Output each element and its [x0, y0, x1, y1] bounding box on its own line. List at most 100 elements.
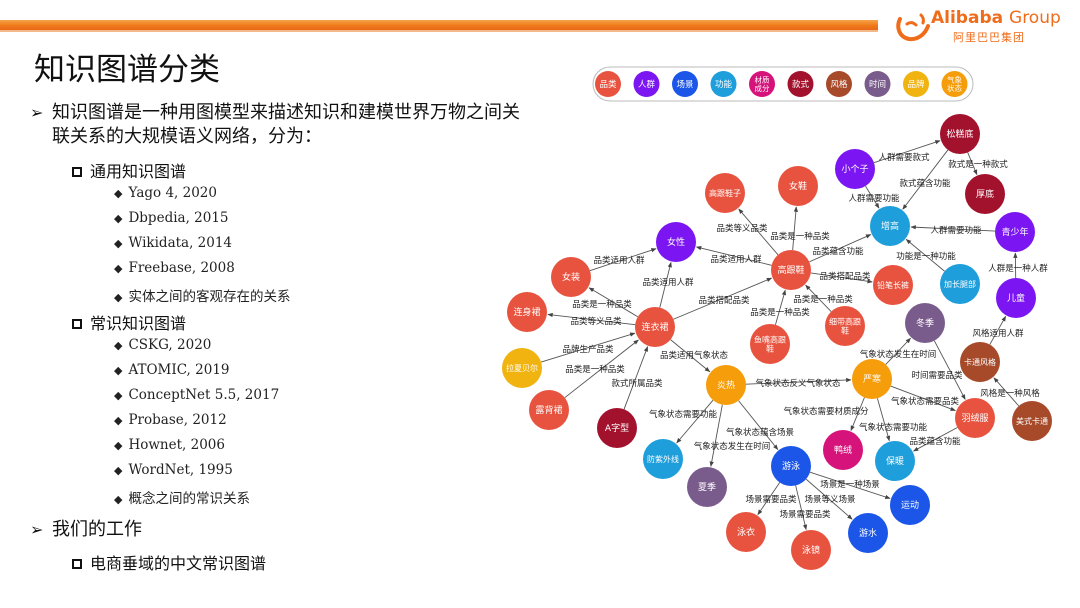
node-label: 泳镜 [802, 544, 820, 556]
node-circle [823, 430, 863, 470]
node-label: 铅笔长裤 [877, 280, 909, 290]
graph-node: 运动 [890, 485, 930, 525]
node-circle [940, 114, 980, 154]
node-circle [940, 264, 980, 304]
node-circle [870, 206, 910, 246]
list-item: ◆Dbpedia, 2015 [114, 210, 229, 226]
graph-edge [933, 340, 966, 400]
diamond-bullet-icon: ◆ [114, 493, 123, 506]
subheading-commonsense-kg: 常识知识图谱 [72, 310, 186, 334]
graph-edge [540, 332, 636, 363]
edge-label: 气象状态发生在时间 [694, 441, 771, 452]
diamond-bullet-icon: ◆ [114, 187, 123, 200]
diamond-bullet-icon: ◆ [114, 389, 123, 402]
graph-node: 厚底 [965, 174, 1005, 214]
graph-node: 卡通风格 [960, 342, 1000, 382]
node-label: 鱼嘴高跟鞋 [754, 334, 786, 353]
node-circle [643, 439, 683, 479]
graph-edge [967, 152, 978, 176]
node-circle [687, 467, 727, 507]
arrow-bullet-icon: ➢ [30, 103, 44, 122]
list-item: ◆概念之间的常识关系 [114, 491, 250, 507]
diamond-bullet-icon: ◆ [114, 291, 123, 304]
node-label: 高跟鞋子 [709, 188, 741, 198]
legend-swatch [826, 71, 852, 97]
graph-edge [659, 261, 672, 308]
diamond-bullet-icon: ◆ [114, 212, 123, 225]
node-circle [995, 212, 1035, 252]
edge-label: 气象状态反义气象状态 [755, 378, 841, 389]
node-label: 泳衣 [737, 526, 755, 538]
graph-edge [775, 289, 787, 325]
edge-label: 品类蕴含功能 [812, 246, 864, 257]
node-circle [502, 348, 542, 388]
graph-edge [589, 248, 657, 272]
node-circle [905, 303, 945, 343]
graph-edge [805, 478, 853, 520]
graph-edge [873, 140, 941, 164]
our-work-item: 电商垂域的中文常识图谱 [72, 550, 266, 574]
node-label: 松糕底 [946, 128, 973, 140]
node-circle [750, 324, 790, 364]
graph-edge [876, 398, 891, 442]
header-bar [0, 20, 878, 30]
legend-label: 气象状态 [947, 74, 962, 93]
square-bullet-icon [72, 167, 82, 177]
node-circle [852, 359, 892, 399]
node-label: 儿童 [1007, 292, 1025, 304]
node-circle [597, 408, 637, 448]
graph-nodes: 松糕底小个子厚底增高青少年加长腿部儿童高跟鞋子女鞋女性高跟鞋铅笔长裤女装连身裙连… [502, 114, 1052, 570]
square-bullet-icon [72, 559, 82, 569]
node-circle [996, 278, 1036, 318]
edge-label: 品类等义品类 [716, 223, 768, 234]
graph-edge [910, 225, 996, 232]
page-title: 知识图谱分类 [34, 52, 220, 88]
edge-label: 款式蕴含功能 [899, 178, 951, 189]
legend-label: 材质成分 [755, 74, 770, 93]
graph-edge [792, 206, 799, 251]
node-label: 女装 [562, 271, 580, 283]
node-circle [771, 250, 811, 290]
edge-label: 款式所属品类 [611, 378, 663, 389]
graph-edge [913, 427, 958, 452]
node-circle [656, 222, 696, 262]
edge-label: 款式是一种款式 [948, 159, 1008, 170]
graph-edge [588, 287, 639, 318]
graph-edge [805, 284, 832, 312]
edge-label: 功能是一种功能 [896, 251, 956, 262]
node-circle [529, 390, 569, 430]
graph-node: 细带高跟鞋 [825, 306, 865, 346]
node-circle [835, 149, 875, 189]
list-item: ◆ATOMIC, 2019 [114, 362, 230, 378]
node-label: 高跟鞋 [777, 264, 804, 276]
graph-edge [709, 404, 723, 467]
graph-node: 防紫外线 [643, 439, 683, 479]
graph-node: 保暖 [875, 441, 915, 481]
edge-label: 品类适用人群 [710, 254, 762, 265]
node-circle [873, 265, 913, 305]
legend-swatch [710, 71, 737, 97]
edge-label: 气象状态蕴含场景 [726, 427, 794, 438]
edge-label: 风格是一种风格 [980, 388, 1040, 399]
graph-node: 夏季 [687, 467, 727, 507]
edge-label: 品类是一种品类 [770, 231, 830, 242]
graph-edge [850, 397, 865, 432]
legend-label: 风格 [830, 79, 848, 90]
edge-label: 品类是一种品类 [750, 307, 810, 318]
legend-swatch [633, 71, 660, 97]
legend-swatch [672, 71, 698, 97]
graph-edge [676, 399, 714, 444]
graph-edge [810, 272, 873, 284]
legend-swatch [787, 71, 814, 97]
edge-label: 人群需要款式 [878, 152, 930, 163]
node-circle [726, 512, 766, 552]
bullet-our-work: ➢ 我们的工作 [30, 518, 520, 542]
graph-edge [993, 377, 1020, 407]
list-item: ◆CSKG, 2020 [114, 337, 212, 353]
legend-label: 功能 [715, 79, 733, 90]
node-label: 增高 [881, 220, 899, 232]
graph-edge [738, 208, 779, 256]
node-circle [955, 398, 995, 438]
node-label: 游水 [859, 527, 877, 539]
legend-swatch [941, 71, 968, 97]
